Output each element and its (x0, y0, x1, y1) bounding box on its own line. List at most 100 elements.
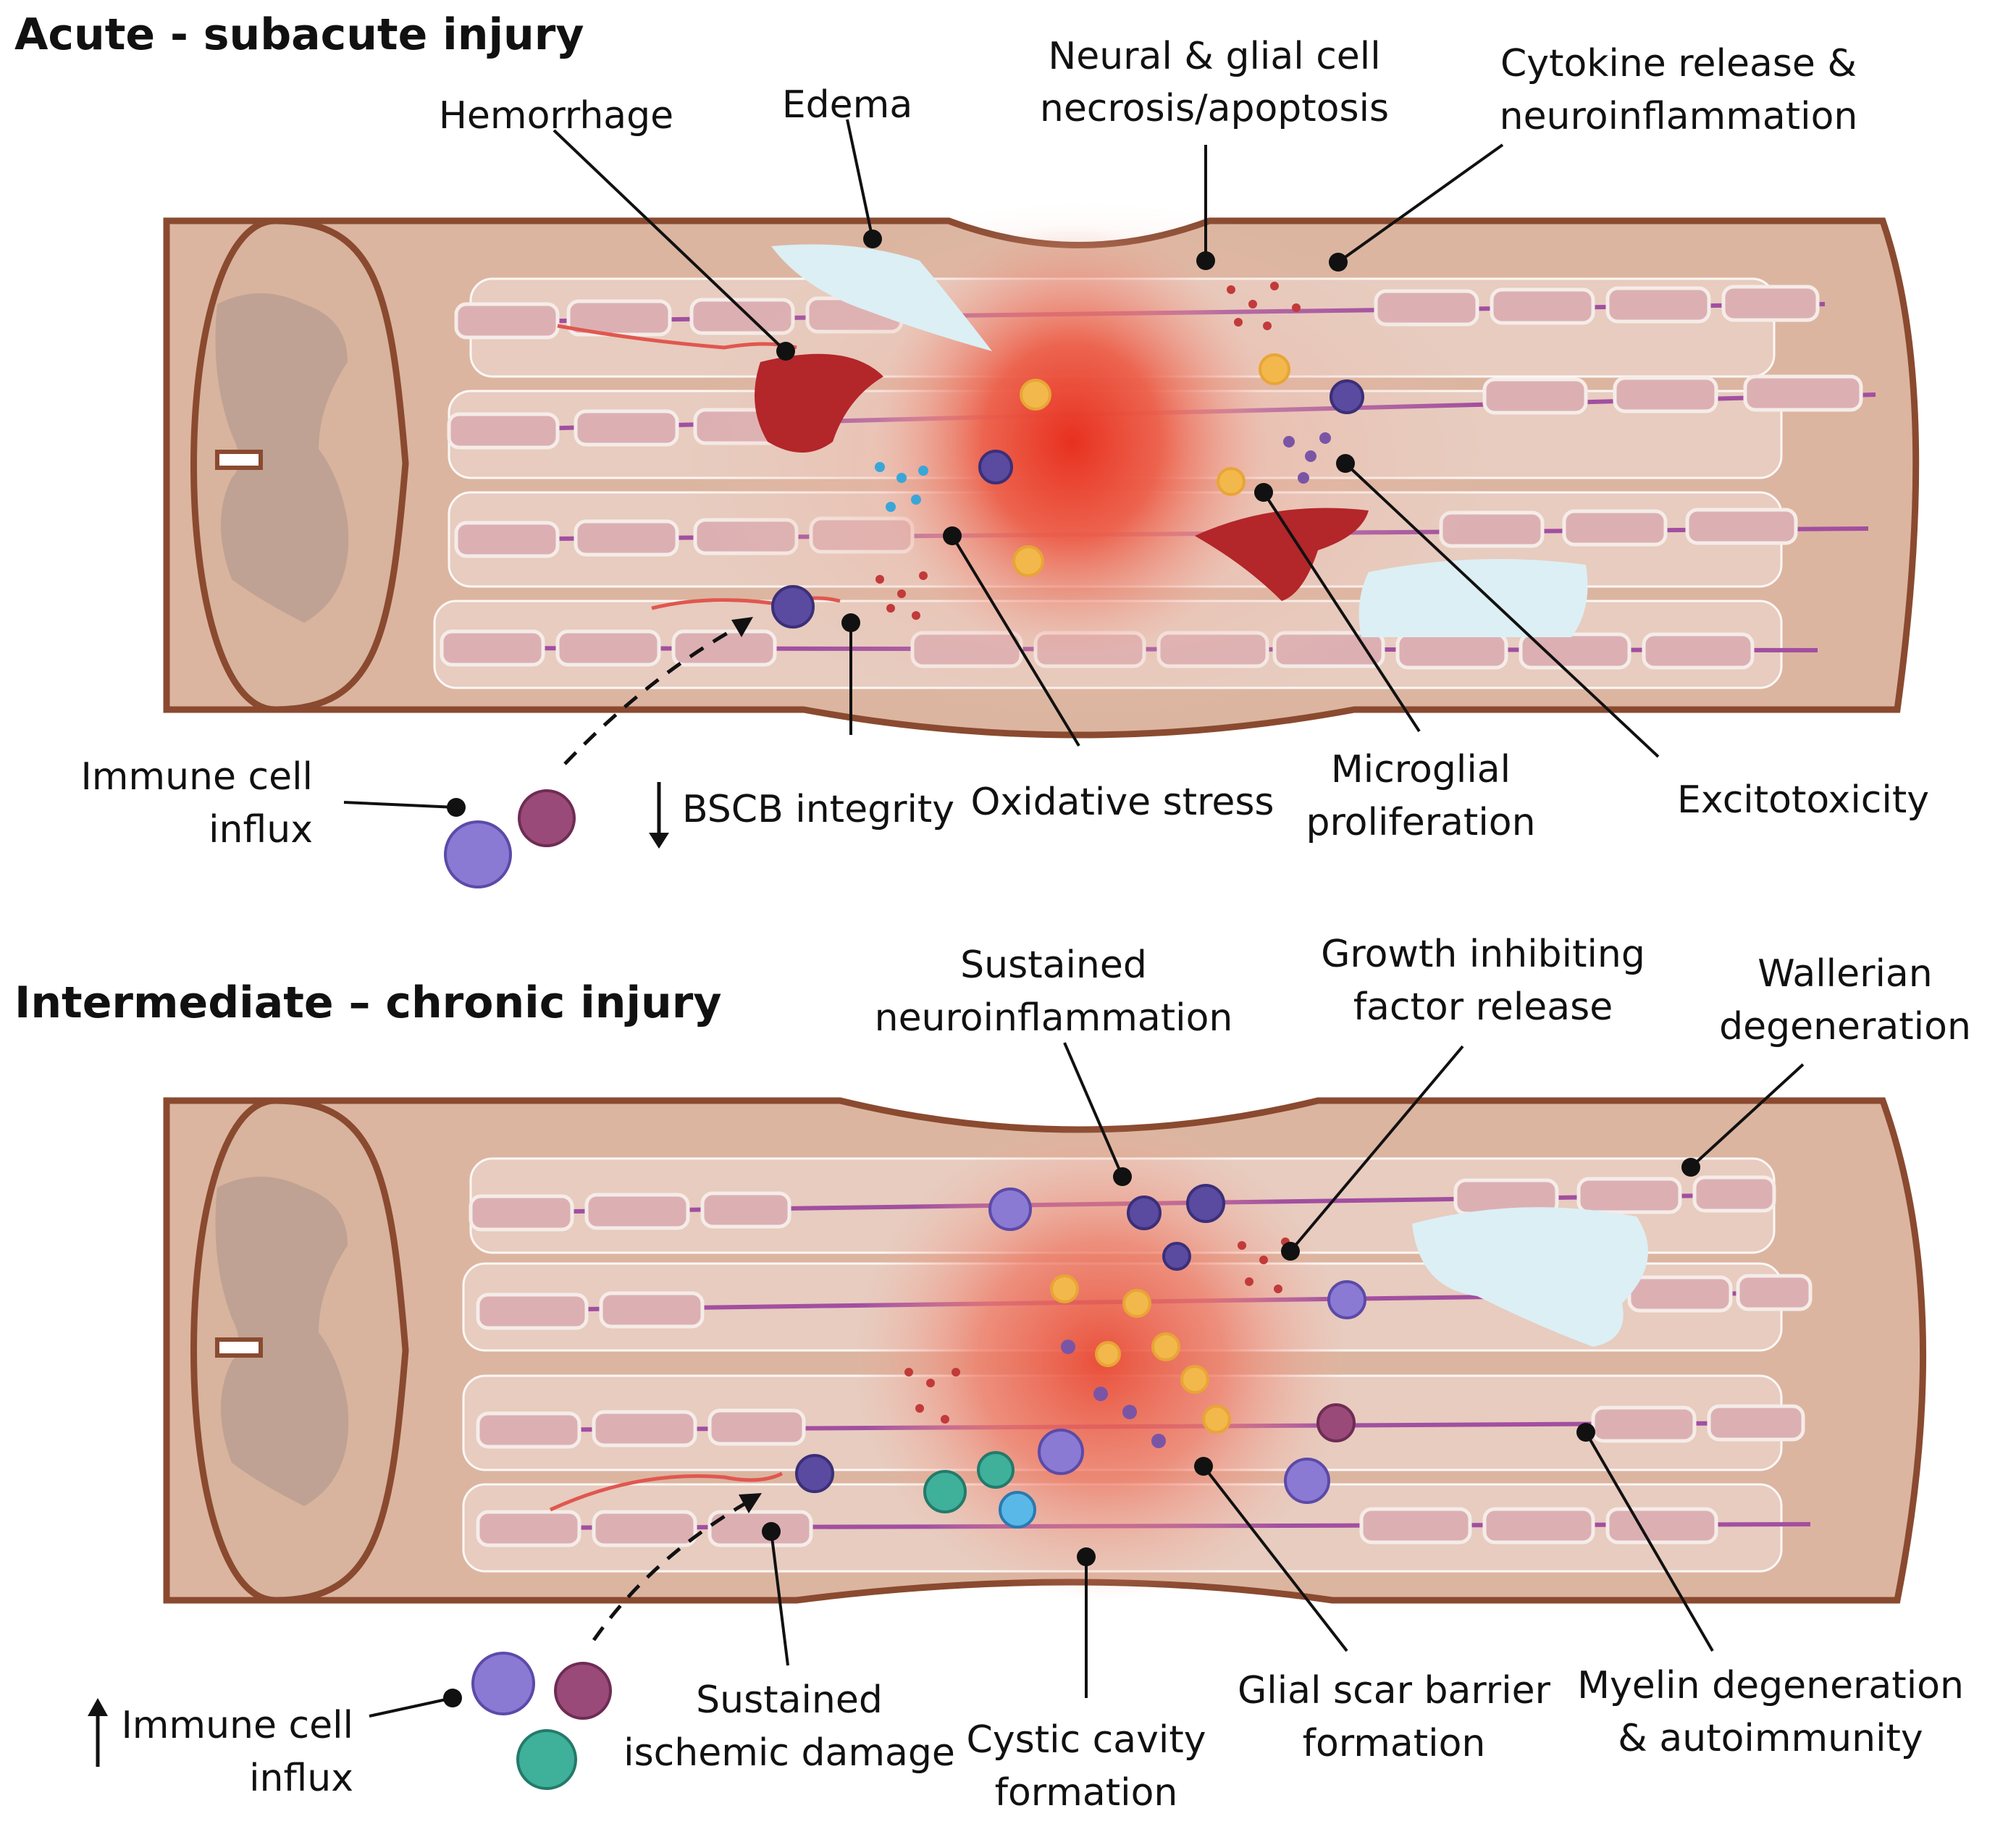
chronic-influx-arrowhead (739, 1493, 762, 1513)
label-glial-line1: Glial scar barrier (1238, 1669, 1551, 1712)
leader-wallerian (1689, 1063, 1805, 1169)
leader-microglial (1262, 491, 1421, 733)
leader-dot (1196, 251, 1215, 270)
label-growth-line2: factor release (1353, 985, 1613, 1029)
label-immune-line2: influx (209, 808, 313, 852)
chronic-infiltrating-microglia (795, 1454, 834, 1493)
leader-dot (1336, 454, 1355, 473)
leader-edema (846, 119, 874, 240)
leader-dot (943, 526, 962, 545)
label-sustained-neuro-line2: neuroinflammation (875, 996, 1233, 1040)
label-immune-line1: Immune cell (80, 755, 313, 799)
leader-growth (1289, 1045, 1464, 1253)
leader-dot (1329, 253, 1348, 272)
leader-immune-chronic (369, 1697, 453, 1718)
acute-astrocytes (1012, 353, 1290, 577)
acute-panel: Acute - subacute injury (14, 9, 1929, 888)
label-wallerian-line1: Wallerian (1757, 952, 1933, 996)
chronic-lymphocyte (977, 1451, 1015, 1489)
leader-dot (762, 1522, 781, 1541)
leader-cytokine (1337, 143, 1504, 264)
chronic-panel-title: Intermediate – chronic injury (14, 978, 721, 1028)
acute-edema (1358, 559, 1588, 637)
decrease-arrowhead (649, 833, 669, 849)
leader-immune (343, 801, 457, 809)
label-sustained-neuro-line1: Sustained (960, 943, 1147, 987)
chronic-outside-macrophage (471, 1652, 535, 1715)
leader-dot (841, 613, 860, 632)
acute-influx-arrowhead (731, 617, 753, 637)
chronic-macrophage (1327, 1280, 1366, 1319)
acute-microglia (1330, 379, 1364, 414)
acute-cytokines (875, 282, 1331, 620)
label-edema: Edema (782, 83, 912, 127)
label-necrosis-line2: necrosis/apoptosis (1040, 87, 1389, 130)
label-myelin-line2: & autoimmunity (1618, 1717, 1923, 1760)
label-myelin-line1: Myelin degeneration (1577, 1664, 1964, 1707)
leader-dot (1281, 1242, 1300, 1261)
chronic-lymphocyte (923, 1470, 967, 1513)
chronic-panel: Intermediate – chronic injury (14, 933, 1971, 1815)
label-necrosis-line1: Neural & glial cell (1048, 35, 1380, 78)
chronic-lymphocyte (999, 1491, 1036, 1529)
acute-influx-arrow (563, 621, 747, 765)
acute-hemorrhage (755, 353, 883, 453)
chronic-macrophage (1284, 1458, 1330, 1504)
label-cystic-line1: Cystic cavity (967, 1718, 1206, 1762)
label-excitotoxicity: Excitotoxicity (1677, 778, 1929, 822)
leader-dot (1194, 1457, 1213, 1476)
label-microglial-line2: proliferation (1306, 801, 1535, 844)
leader-hemorrhage (553, 129, 787, 353)
chronic-outside-lymphocyte (516, 1729, 577, 1790)
acute-vessel (557, 324, 797, 350)
label-glial-line2: formation (1303, 1722, 1486, 1765)
acute-central-canal (215, 450, 263, 470)
acute-microglia (978, 450, 1013, 484)
chronic-edema (1412, 1207, 1648, 1347)
label-ischemic-line1: Sustained (696, 1678, 883, 1722)
chronic-neutrophil (1316, 1403, 1356, 1442)
leader-dot (863, 230, 882, 248)
label-hemorrhage: Hemorrhage (439, 94, 673, 138)
chronic-microglia (1186, 1184, 1225, 1223)
increase-arrowhead (88, 1698, 108, 1716)
leader-dot (1254, 483, 1273, 502)
label-oxidative: Oxidative stress (970, 781, 1274, 824)
acute-infiltrating-immune-cell (771, 585, 815, 629)
acute-hemorrhage (1195, 508, 1369, 601)
label-wallerian-line2: degeneration (1719, 1005, 1971, 1048)
label-cytokine-line1: Cytokine release & (1500, 42, 1857, 85)
chronic-macrophage (988, 1188, 1032, 1231)
chronic-macrophage (1038, 1429, 1084, 1475)
leader-dot (443, 1689, 462, 1707)
acute-edema (771, 244, 992, 351)
leader-dot (776, 342, 795, 361)
leader-dot (1113, 1167, 1132, 1186)
leader-myelin (1584, 1431, 1714, 1652)
leader-ischemic (770, 1531, 789, 1666)
leader-dot (1077, 1547, 1096, 1566)
label-microglial-line1: Microglial (1331, 748, 1511, 791)
acute-neutrophil (518, 789, 576, 847)
label-cytokine-line2: neuroinflammation (1500, 95, 1858, 138)
acute-panel-title: Acute - subacute injury (14, 9, 584, 60)
leader-oxidative (951, 534, 1080, 747)
chronic-microglia (1162, 1242, 1191, 1271)
leader-excitotoxicity (1344, 462, 1660, 758)
chronic-central-canal (215, 1337, 263, 1358)
leader-dot (1576, 1423, 1595, 1442)
label-bscb: BSCB integrity (682, 788, 954, 831)
label-immune-chronic-line2: influx (249, 1757, 353, 1800)
leader-glial (1202, 1465, 1348, 1652)
acute-macrophage (444, 820, 512, 888)
label-immune-chronic-line1: Immune cell (121, 1704, 353, 1747)
label-growth-line1: Growth inhibiting (1321, 933, 1645, 976)
leader-dot (447, 798, 466, 817)
chronic-outside-neutrophil (554, 1662, 612, 1720)
chronic-microglia (1127, 1195, 1162, 1230)
chronic-vessel (549, 1471, 784, 1512)
chronic-glial-scar (1050, 1274, 1231, 1448)
chronic-gray-matter (215, 1177, 349, 1506)
acute-gray-matter (215, 293, 349, 623)
